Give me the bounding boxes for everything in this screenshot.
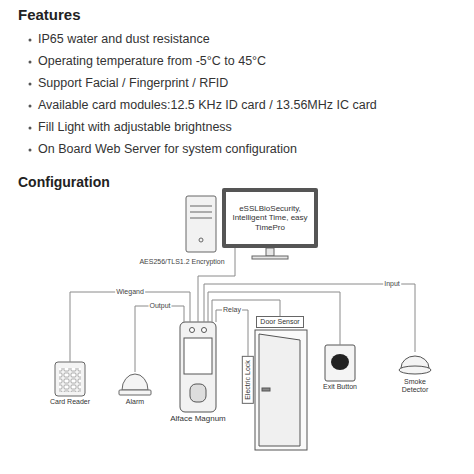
bullet bbox=[29, 39, 32, 42]
node-text: Alface Magnum bbox=[170, 414, 226, 424]
camera bbox=[202, 328, 207, 333]
wire-connector bbox=[204, 284, 415, 352]
pc-tower bbox=[186, 196, 216, 252]
exit-button-icon bbox=[325, 345, 355, 381]
stand-neck bbox=[266, 248, 274, 256]
feature-item: Available card modules:12.5 KHz ID card … bbox=[38, 98, 377, 113]
fingerprint-sensor bbox=[190, 384, 206, 402]
exit-button: Exit Button bbox=[323, 345, 357, 391]
screen bbox=[184, 338, 212, 374]
signal-label: AES256/TLS1.2 Encryption bbox=[138, 258, 225, 266]
card-reader: Card Reader bbox=[50, 362, 91, 406]
camera bbox=[190, 328, 195, 333]
signal-label: Input bbox=[383, 280, 401, 288]
keypad bbox=[59, 368, 81, 392]
section-heading: Configuration bbox=[18, 174, 110, 191]
alarm-base bbox=[119, 390, 151, 395]
bullet bbox=[29, 105, 32, 108]
wire-connector bbox=[70, 292, 190, 362]
alarm-dome bbox=[122, 374, 148, 390]
detector-base bbox=[399, 366, 431, 374]
heading: Features bbox=[18, 6, 81, 24]
bullet bbox=[29, 83, 32, 86]
drive-slot bbox=[190, 206, 212, 207]
bullet bbox=[29, 61, 32, 64]
feature-bullets bbox=[29, 39, 32, 152]
wire-connector bbox=[216, 310, 248, 356]
push-button bbox=[331, 354, 349, 370]
monitor-screen: eSSLBioSecurity, Intelligent Time, easy … bbox=[222, 188, 318, 248]
reader-body bbox=[55, 362, 85, 396]
alface-device-icon bbox=[180, 322, 216, 412]
card-reader-icon bbox=[55, 362, 85, 396]
alarm-icon bbox=[119, 374, 151, 395]
signal-label: Wiegand bbox=[115, 288, 145, 296]
node-text: Electric Lock bbox=[244, 360, 252, 400]
access-terminal: Alface Magnum bbox=[170, 322, 226, 424]
wire-connector bbox=[135, 306, 184, 372]
stand-base bbox=[252, 256, 288, 259]
smoke-detector: Smoke Detector bbox=[393, 352, 437, 395]
feature-item: On Board Web Server for system configura… bbox=[38, 142, 297, 157]
wire-connector bbox=[208, 292, 340, 345]
feature-item: IP65 water and dust resistance bbox=[38, 32, 210, 47]
tower-case bbox=[186, 196, 216, 252]
signal-label: Relay bbox=[222, 306, 242, 314]
node-text: eSSLBioSecurity, Intelligent Time, easy … bbox=[229, 204, 311, 233]
feature-item: Fill Light with adjustable brightness bbox=[38, 120, 232, 135]
device-body bbox=[180, 322, 216, 412]
door-icon bbox=[255, 330, 307, 450]
bullet bbox=[29, 149, 32, 152]
electric-lock: Electric Lock bbox=[242, 356, 254, 404]
drive-slot bbox=[190, 212, 212, 213]
signal-label: Output bbox=[148, 302, 171, 310]
feature-item: Operating temperature from -5°C to 45°C bbox=[38, 54, 266, 69]
bullet bbox=[29, 127, 32, 130]
node-text: Smoke Detector bbox=[393, 378, 437, 395]
feature-item: Support Facial / Fingerprint / RFID bbox=[38, 76, 228, 91]
monitor-stand bbox=[252, 248, 288, 259]
smoke-detector-icon bbox=[399, 356, 431, 374]
door-leaf bbox=[259, 334, 300, 446]
door-sensor: Door Sensor bbox=[256, 316, 303, 328]
drive-slot bbox=[190, 218, 212, 219]
door-handle bbox=[262, 388, 270, 391]
button-plate bbox=[325, 345, 355, 381]
node-text: Door Sensor bbox=[260, 318, 299, 326]
power-button bbox=[199, 238, 203, 242]
door-frame bbox=[255, 330, 307, 450]
alarm: Alarm bbox=[119, 372, 151, 406]
node-text: Card Reader bbox=[50, 398, 91, 406]
node-text: Exit Button bbox=[323, 383, 357, 391]
node-text: Alarm bbox=[119, 398, 151, 406]
